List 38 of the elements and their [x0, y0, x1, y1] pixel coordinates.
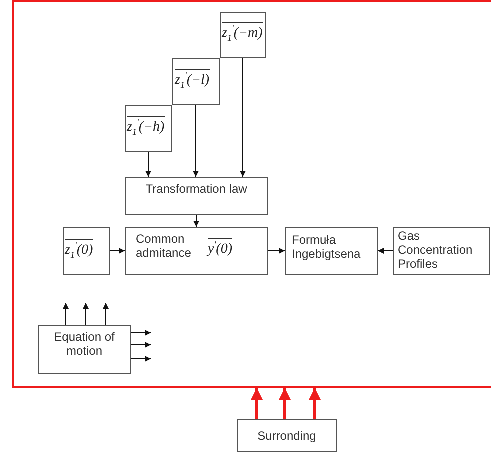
box-label: Transformation law	[144, 182, 248, 196]
math-formula: z$_{1}$$^{'}$(−h)	[127, 116, 165, 137]
arrow	[378, 248, 394, 254]
process-box	[125, 177, 268, 215]
arrow	[194, 214, 200, 228]
arrow	[110, 248, 126, 254]
math-formula: z$_{1}$$^{'}$(0)	[65, 239, 94, 260]
arrow	[130, 342, 152, 348]
frame-box	[12, 0, 491, 388]
process-box	[172, 58, 220, 105]
arrow	[193, 104, 199, 178]
arrow	[268, 248, 286, 254]
arrow	[130, 330, 152, 336]
process-box	[63, 227, 110, 275]
process-box	[38, 325, 131, 374]
process-box	[125, 227, 268, 275]
arrow	[240, 58, 246, 178]
arrow	[251, 388, 263, 419]
arrow	[309, 388, 321, 419]
arrow	[103, 302, 109, 326]
box-label: Formuła Ingebigtsena	[292, 233, 362, 261]
arrow	[130, 356, 152, 362]
box-label: Gas Concentration Profiles	[398, 229, 474, 271]
arrow	[63, 302, 69, 326]
box-label: Surronding	[256, 429, 318, 443]
box-label: Common admitance	[136, 232, 192, 260]
process-box	[285, 227, 378, 275]
process-box	[125, 105, 172, 152]
math-formula: z$_{1}$$^{'}$(−l)	[175, 69, 210, 90]
box-label: Equation of motion	[53, 330, 116, 358]
arrow	[146, 152, 152, 178]
arrow	[279, 388, 291, 419]
math-formula: y$^{'}$(0)	[208, 238, 232, 259]
process-box	[220, 12, 266, 58]
arrow	[83, 302, 89, 326]
math-formula: z$_{1}$$^{'}$(−m)	[222, 22, 263, 43]
process-box	[237, 419, 337, 452]
process-box	[393, 227, 490, 275]
